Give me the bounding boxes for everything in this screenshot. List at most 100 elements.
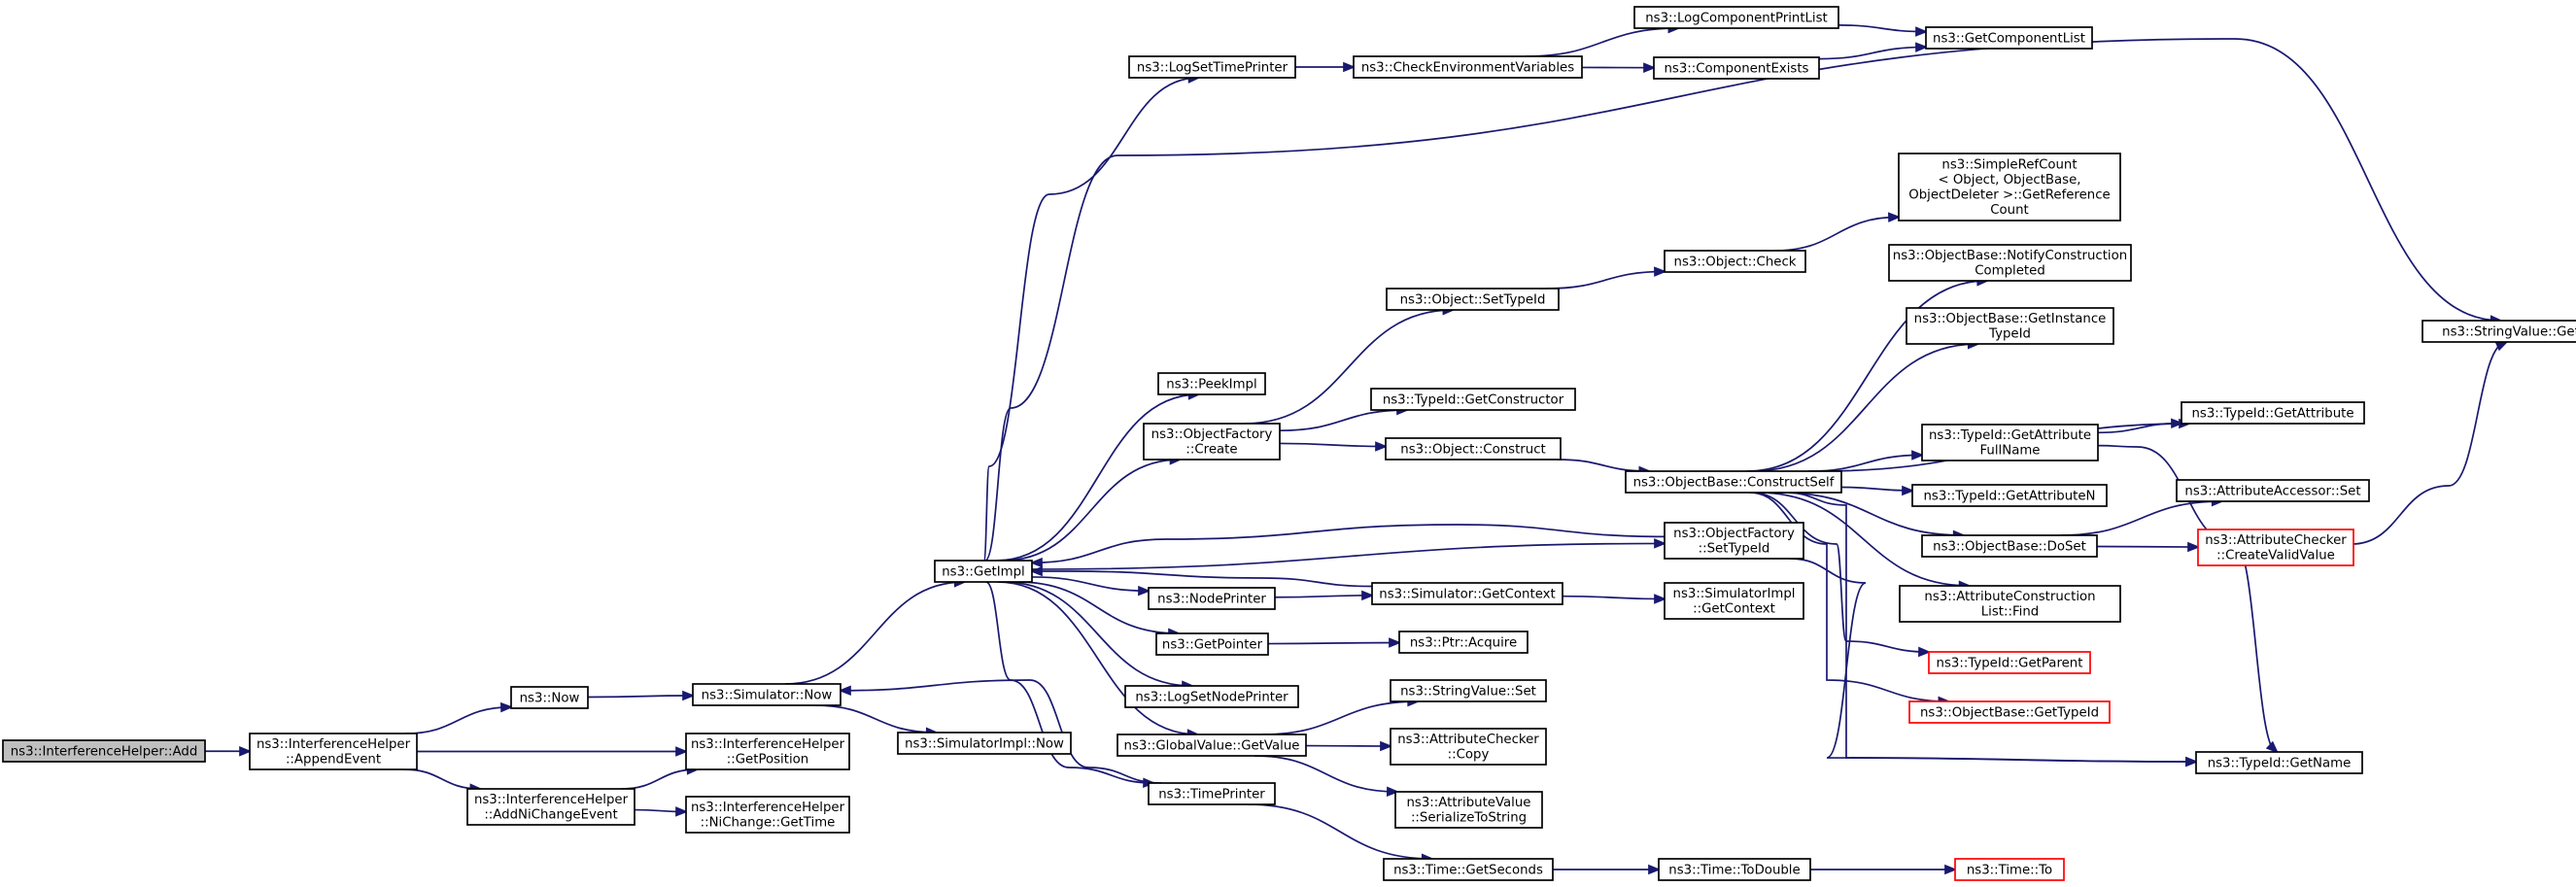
node-objectFactorySetTypeId[interactable]: ns3::ObjectFactory::SetTypeId (1664, 522, 1804, 560)
node-box[interactable] (1157, 372, 1266, 395)
node-box[interactable] (897, 732, 1072, 755)
node-getPosition[interactable]: ns3::InterferenceHelper::GetPosition (685, 733, 850, 770)
node-box[interactable] (1921, 534, 2098, 558)
node-box[interactable] (1353, 55, 1583, 79)
node-box[interactable] (2195, 751, 2363, 774)
node-objectBaseDoSet[interactable]: ns3::ObjectBase::DoSet (1921, 534, 2098, 558)
node-box[interactable] (1954, 858, 2065, 881)
node-timeTo[interactable]: ns3::Time::To (1954, 858, 2065, 881)
node-attributeCheckerCopy[interactable]: ns3::AttributeChecker::Copy (1390, 728, 1547, 766)
node-box[interactable] (1928, 651, 2091, 674)
node-getComponentList[interactable]: ns3::GetComponentList (1925, 26, 2093, 50)
node-timeGetSeconds[interactable]: ns3::Time::GetSeconds (1383, 858, 1554, 881)
node-now[interactable]: ns3::Now (510, 686, 589, 709)
node-box[interactable] (1888, 244, 2132, 282)
node-box[interactable] (1898, 153, 2121, 222)
node-box[interactable] (1371, 582, 1563, 605)
node-box[interactable] (1148, 782, 1276, 805)
node-simulatorNow[interactable]: ns3::Simulator::Now (692, 683, 841, 706)
node-box[interactable] (1899, 585, 2121, 623)
node-nodePrinter[interactable]: ns3::NodePrinter (1148, 587, 1276, 610)
node-box[interactable] (1394, 791, 1543, 829)
node-notifyConstruction[interactable]: ns3::ObjectBase::NotifyConstructionCompl… (1888, 244, 2132, 282)
node-typeIdGetParent[interactable]: ns3::TypeId::GetParent (1928, 651, 2091, 674)
node-box[interactable] (1386, 288, 1560, 311)
node-box[interactable] (2176, 479, 2370, 502)
node-box[interactable] (1653, 56, 1820, 80)
node-niChangeGetTime[interactable]: ns3::InterferenceHelper::NiChange::GetTi… (685, 796, 850, 834)
node-box[interactable] (1925, 26, 2093, 50)
node-box[interactable] (1664, 250, 1806, 273)
node-box[interactable] (466, 788, 635, 826)
node-checkEnvVars[interactable]: ns3::CheckEnvironmentVariables (1353, 55, 1583, 79)
node-box[interactable] (1390, 679, 1547, 702)
node-simulatorImplNow[interactable]: ns3::SimulatorImpl::Now (897, 732, 1072, 755)
node-box[interactable] (1625, 470, 1842, 494)
node-box[interactable] (2421, 320, 2576, 343)
node-box[interactable] (1398, 631, 1528, 654)
node-box[interactable] (1658, 858, 1811, 881)
node-box[interactable] (1906, 307, 2114, 345)
node-objectFactoryCreate[interactable]: ns3::ObjectFactory::Create (1143, 423, 1281, 461)
node-simpleRefCount[interactable]: ns3::SimpleRefCount< Object, ObjectBase,… (1898, 153, 2121, 222)
node-typeIdGetName[interactable]: ns3::TypeId::GetName (2195, 751, 2363, 774)
node-box[interactable] (1390, 728, 1547, 766)
node-typeIdGetAttribute[interactable]: ns3::TypeId::GetAttribute (2181, 401, 2365, 425)
node-timeToDouble[interactable]: ns3::Time::ToDouble (1658, 858, 1811, 881)
node-box[interactable] (2, 739, 206, 763)
node-box[interactable] (1911, 484, 2108, 507)
node-add[interactable]: ns3::InterferenceHelper::Add (2, 739, 206, 763)
node-typeIdGetAttributeN[interactable]: ns3::TypeId::GetAttributeN (1911, 484, 2108, 507)
node-objectBaseConstructSelf[interactable]: ns3::ObjectBase::ConstructSelf (1625, 470, 1842, 494)
node-box[interactable] (1128, 55, 1296, 79)
node-box[interactable] (1124, 685, 1299, 708)
node-box[interactable] (1908, 700, 2111, 724)
node-box[interactable] (2197, 529, 2354, 566)
node-box[interactable] (1921, 424, 2099, 461)
node-objectCheck[interactable]: ns3::Object::Check (1664, 250, 1806, 273)
node-box[interactable] (1633, 6, 1839, 29)
node-getPointer[interactable]: ns3::GetPointer (1155, 632, 1269, 656)
node-getImpl[interactable]: ns3::GetImpl (934, 560, 1033, 583)
node-box[interactable] (692, 683, 841, 706)
node-peekImpl[interactable]: ns3::PeekImpl (1157, 372, 1266, 395)
node-box[interactable] (510, 686, 589, 709)
node-box[interactable] (1143, 423, 1281, 461)
node-box[interactable] (1116, 733, 1307, 757)
node-simulatorGetContext[interactable]: ns3::Simulator::GetContext (1371, 582, 1563, 605)
node-box[interactable] (1385, 437, 1562, 461)
node-box[interactable] (1383, 858, 1554, 881)
node-addNiChangeEvent[interactable]: ns3::InterferenceHelper::AddNiChangeEven… (466, 788, 635, 826)
node-box[interactable] (1664, 582, 1804, 620)
node-stringValueGet[interactable]: ns3::StringValue::Get (2421, 320, 2576, 343)
node-timePrinter[interactable]: ns3::TimePrinter (1148, 782, 1276, 805)
node-box[interactable] (1664, 522, 1804, 560)
node-typeIdGetConstructor[interactable]: ns3::TypeId::GetConstructor (1370, 388, 1576, 411)
node-ptrAcquire[interactable]: ns3::Ptr::Acquire (1398, 631, 1528, 654)
node-box[interactable] (685, 796, 850, 834)
node-box[interactable] (1155, 632, 1269, 656)
node-logSetNodePrinter[interactable]: ns3::LogSetNodePrinter (1124, 685, 1299, 708)
node-attributeCheckerCreateValid[interactable]: ns3::AttributeChecker::CreateValidValue (2197, 529, 2354, 566)
node-attributeAccessorSet[interactable]: ns3::AttributeAccessor::Set (2176, 479, 2370, 502)
node-box[interactable] (685, 733, 850, 770)
node-logComponentPrintList[interactable]: ns3::LogComponentPrintList (1633, 6, 1839, 29)
node-objectSetTypeId[interactable]: ns3::Object::SetTypeId (1386, 288, 1560, 311)
node-box[interactable] (249, 733, 418, 770)
node-componentExists[interactable]: ns3::ComponentExists (1653, 56, 1820, 80)
node-objectBaseGetTypeId[interactable]: ns3::ObjectBase::GetTypeId (1908, 700, 2111, 724)
node-box[interactable] (934, 560, 1033, 583)
node-box[interactable] (2181, 401, 2365, 425)
node-attributeValueSerialize[interactable]: ns3::AttributeValue::SerializeToString (1394, 791, 1543, 829)
node-logSetTimePrinter[interactable]: ns3::LogSetTimePrinter (1128, 55, 1296, 79)
node-appendEvent[interactable]: ns3::InterferenceHelper::AppendEvent (249, 733, 418, 770)
node-globalValueGetValue[interactable]: ns3::GlobalValue::GetValue (1116, 733, 1307, 757)
node-box[interactable] (1148, 587, 1276, 610)
node-objectConstruct[interactable]: ns3::Object::Construct (1385, 437, 1562, 461)
node-box[interactable] (1370, 388, 1576, 411)
node-stringValueSet[interactable]: ns3::StringValue::Set (1390, 679, 1547, 702)
node-simulatorImplGetContext[interactable]: ns3::SimulatorImpl::GetContext (1664, 582, 1804, 620)
